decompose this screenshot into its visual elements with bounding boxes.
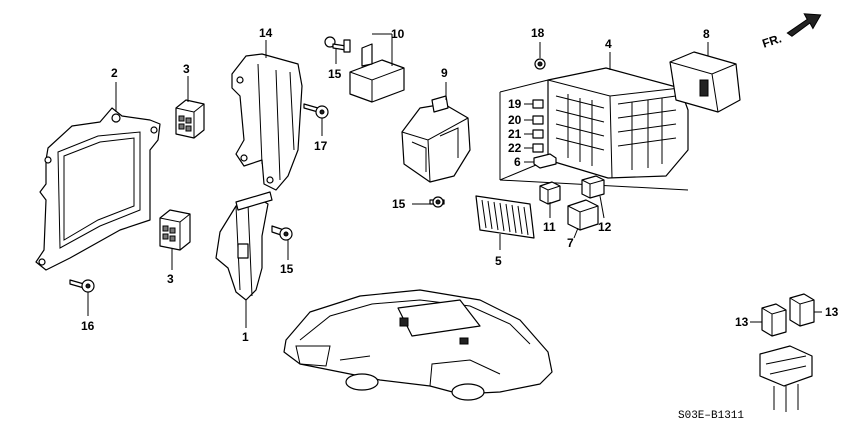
- fuse-21: [532, 129, 544, 139]
- part-18-clip: [534, 58, 546, 70]
- callout-13-right: 13: [825, 305, 839, 319]
- part-5-label-plate: [475, 195, 535, 239]
- part-13-relay-right: [789, 293, 815, 327]
- callout-5: 5: [495, 254, 502, 268]
- part-3-connector-upper: [175, 99, 205, 139]
- diagram-code: S03E–B1311: [678, 410, 744, 422]
- callout-18: 18: [531, 26, 545, 40]
- relay-connector: [759, 345, 813, 412]
- callout-15-upper: 15: [328, 67, 342, 81]
- callout-4: 4: [605, 37, 612, 51]
- callout-1: 1: [242, 330, 249, 344]
- fuse-19: [532, 99, 544, 109]
- part-11-relay: [539, 181, 561, 205]
- callout-12: 12: [598, 220, 612, 234]
- fuse-22: [532, 143, 544, 153]
- callout-labels: 2 3 3 14 15 10 17 9 15 15 1 16 5 18 4 8 …: [81, 26, 839, 344]
- callout-9: 9: [441, 66, 448, 80]
- callout-10: 10: [391, 27, 405, 41]
- part-1-bracket: [215, 191, 273, 301]
- part-15-bolt-lower: [271, 225, 293, 241]
- part-4-fuse-box: [499, 67, 689, 191]
- part-15-bolt-middle: [429, 196, 445, 208]
- callout-22: 22: [508, 141, 522, 155]
- part-15-bolt-upper: [324, 36, 351, 53]
- part-17-bolt: [303, 103, 329, 119]
- vehicle-outline: [283, 289, 553, 401]
- callout-16: 16: [81, 319, 95, 333]
- callout-17: 17: [314, 139, 328, 153]
- part-7-relay: [567, 199, 599, 231]
- part-10-relay: [349, 43, 405, 103]
- callout-11: 11: [543, 220, 556, 234]
- callout-20: 20: [508, 113, 522, 127]
- callout-13-left: 13: [735, 315, 749, 329]
- callout-3-lower: 3: [167, 272, 174, 286]
- callout-21: 21: [508, 127, 522, 141]
- part-14-bracket: [231, 53, 303, 191]
- fuse-6: [533, 153, 557, 169]
- callout-3-upper: 3: [183, 62, 190, 76]
- fuse-20: [532, 115, 544, 125]
- front-direction-arrow: FR.: [760, 13, 822, 51]
- callout-15-lower: 15: [280, 262, 294, 276]
- callout-7: 7: [567, 236, 574, 250]
- part-8-module: [669, 51, 741, 113]
- part-2-ecu-unit: [35, 107, 161, 271]
- callout-19: 19: [508, 97, 522, 111]
- front-direction-label: FR.: [760, 31, 783, 50]
- part-16-bolt: [69, 279, 95, 293]
- callout-14: 14: [259, 26, 273, 40]
- callout-2: 2: [111, 66, 118, 80]
- callout-6: 6: [514, 155, 521, 169]
- callout-15-middle: 15: [392, 197, 406, 211]
- part-9-control-unit: [401, 95, 471, 183]
- leader-lines: [87, 33, 822, 328]
- callout-8: 8: [703, 27, 710, 41]
- part-3-connector-lower: [159, 209, 191, 251]
- part-13-relay-left: [761, 303, 787, 337]
- part-12-relay: [581, 175, 605, 199]
